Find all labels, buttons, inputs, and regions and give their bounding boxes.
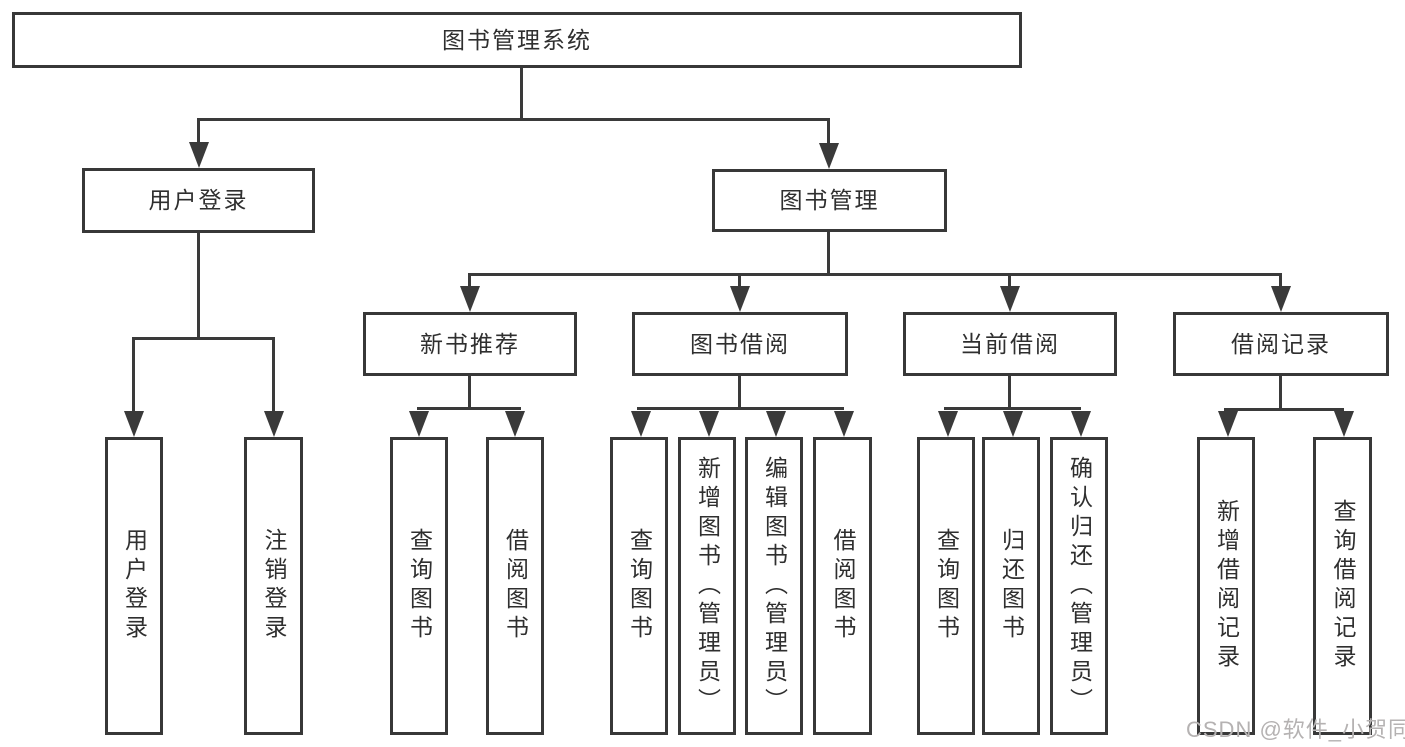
leaf-query-book-2-label: 查询图书 [626, 528, 653, 644]
connector-bookmgmt-vline [827, 232, 830, 273]
arrow-down-icon [1003, 411, 1023, 437]
connector-bookmgmt-hline [468, 273, 1282, 276]
connector-stub-user-login [197, 118, 200, 146]
arrow-down-icon [124, 411, 144, 437]
connector-group-vline [738, 376, 741, 407]
leaf-add-borrow-record-label: 新增借阅记录 [1213, 499, 1240, 673]
connector-group-hline [417, 407, 521, 410]
leaf-logout-label: 注销登录 [261, 528, 287, 644]
connector-stub-leaf [272, 337, 275, 413]
arrow-down-icon [505, 411, 525, 437]
connector-root-vline [520, 68, 523, 120]
arrow-down-icon [819, 143, 839, 169]
leaf-query-borrow-record-label: 查询借阅记录 [1330, 499, 1356, 673]
leaf-query-book-2: 查询图书 [610, 437, 668, 735]
connector-stub-book-mgmt [827, 118, 830, 146]
arrow-down-icon [631, 411, 651, 437]
leaf-query-borrow-record: 查询借阅记录 [1313, 437, 1372, 735]
leaf-add-book-admin: 新增图书（管理员） [678, 437, 736, 735]
node-current-borrow-label: 当前借阅 [960, 330, 1060, 357]
arrow-down-icon [189, 142, 209, 168]
connector-stub-group [1008, 273, 1011, 289]
connector-group-vline [1279, 376, 1282, 408]
arrow-down-icon [1218, 411, 1238, 437]
arrow-down-icon [730, 286, 750, 312]
leaf-return-book: 归还图书 [982, 437, 1040, 735]
connector-group-vline [468, 376, 471, 407]
arrow-down-icon [409, 411, 429, 437]
leaf-borrow-book-2-label: 借阅图书 [830, 528, 856, 644]
node-borrow-record: 借阅记录 [1173, 312, 1389, 376]
leaf-confirm-return-admin: 确认归还（管理员） [1050, 437, 1108, 735]
node-root-label: 图书管理系统 [442, 26, 592, 53]
leaf-user-login-label: 用户登录 [121, 528, 148, 644]
node-borrow-record-label: 借阅记录 [1231, 330, 1331, 357]
connector-stub-group [738, 273, 741, 289]
arrow-down-icon [834, 411, 854, 437]
node-book-management-label: 图书管理 [779, 187, 880, 213]
connector-userlogin-vline [197, 233, 200, 337]
leaf-add-borrow-record: 新增借阅记录 [1197, 437, 1255, 735]
connector-stub-group [1279, 273, 1282, 289]
leaf-query-book-1-label: 查询图书 [406, 528, 433, 644]
arrow-down-icon [938, 411, 958, 437]
leaf-user-login: 用户登录 [105, 437, 163, 735]
leaf-query-book-3: 查询图书 [917, 437, 975, 735]
connector-root-hline [197, 118, 830, 121]
arrow-down-icon [460, 286, 480, 312]
connector-stub-group [468, 273, 471, 289]
node-new-book-recommend: 新书推荐 [363, 312, 577, 376]
connector-group-hline [1224, 408, 1344, 411]
arrow-down-icon [264, 411, 284, 437]
arrow-down-icon [699, 411, 719, 437]
leaf-add-book-admin-label: 新增图书（管理员） [694, 455, 721, 717]
leaf-confirm-return-admin-label: 确认归还（管理员） [1066, 455, 1093, 717]
connector-group-vline [1008, 376, 1011, 407]
leaf-logout: 注销登录 [244, 437, 303, 735]
node-book-management: 图书管理 [712, 169, 947, 232]
arrow-down-icon [1334, 411, 1354, 437]
node-user-login-label: 用户登录 [148, 187, 249, 213]
node-current-borrow: 当前借阅 [903, 312, 1117, 376]
connector-stub-leaf [132, 337, 135, 413]
leaf-borrow-book-1-label: 借阅图书 [502, 528, 529, 644]
leaf-borrow-book-1: 借阅图书 [486, 437, 544, 735]
arrow-down-icon [1000, 286, 1020, 312]
node-new-book-recommend-label: 新书推荐 [420, 330, 520, 357]
node-book-borrow: 图书借阅 [632, 312, 848, 376]
arrow-down-icon [766, 411, 786, 437]
leaf-borrow-book-2: 借阅图书 [813, 437, 872, 735]
arrow-down-icon [1271, 286, 1291, 312]
connector-userlogin-hline [132, 337, 275, 340]
node-user-login: 用户登录 [82, 168, 315, 233]
arrow-down-icon [1071, 411, 1091, 437]
leaf-query-book-3-label: 查询图书 [933, 528, 960, 644]
leaf-edit-book-admin-label: 编辑图书（管理员） [761, 455, 788, 717]
connector-group-hline [637, 407, 844, 410]
leaf-edit-book-admin: 编辑图书（管理员） [745, 437, 803, 735]
leaf-query-book-1: 查询图书 [390, 437, 448, 735]
node-book-borrow-label: 图书借阅 [690, 330, 790, 357]
leaf-return-book-label: 归还图书 [998, 528, 1025, 644]
connector-group-hline [944, 407, 1081, 410]
node-root: 图书管理系统 [12, 12, 1022, 68]
csdn-watermark: CSDN @软件_小贺同学 [1186, 717, 1405, 742]
